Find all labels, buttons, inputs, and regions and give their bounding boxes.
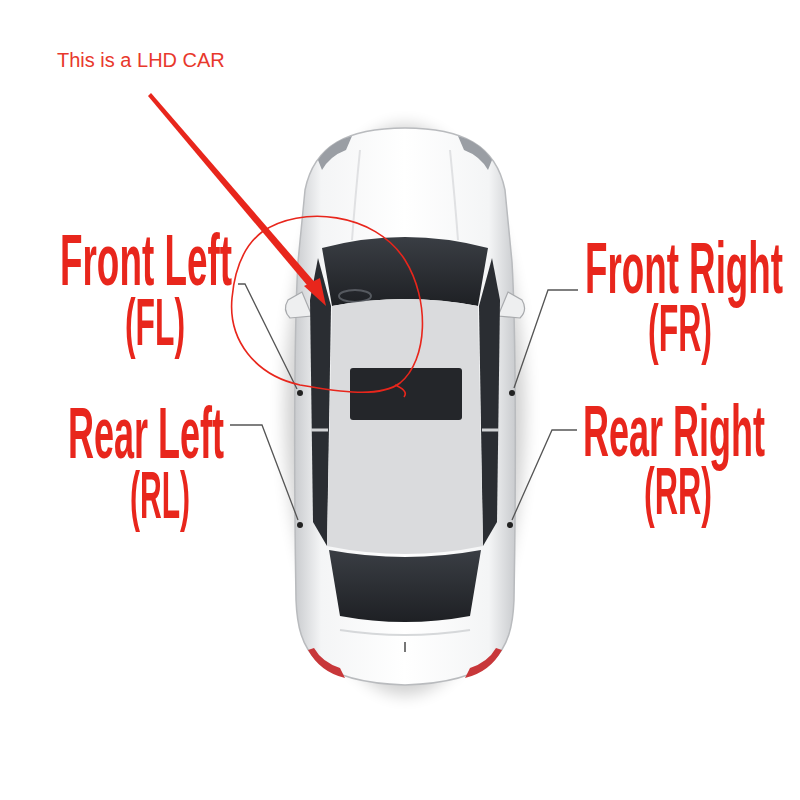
door-label-wrap: Rear Right xyxy=(583,395,800,467)
side-window xyxy=(479,258,500,546)
door-code: (FR) xyxy=(648,295,712,361)
door-code: (RL) xyxy=(130,462,190,528)
pillar xyxy=(311,429,328,432)
rear-window xyxy=(329,550,481,622)
door-label: Front Right xyxy=(585,232,783,304)
car-body xyxy=(295,128,516,685)
trunk-badge xyxy=(404,642,406,652)
door-code-wrap: (RR) xyxy=(644,458,783,524)
door-dot xyxy=(509,390,515,396)
tail-light xyxy=(308,648,345,678)
leader-line xyxy=(230,425,298,520)
note-text-wrap: This is a LHD CAR xyxy=(57,50,225,71)
roof xyxy=(327,299,483,554)
door-label: Front Left xyxy=(60,224,232,296)
door-label: Rear Right xyxy=(583,395,765,467)
headlight xyxy=(458,136,492,170)
door-code-wrap: (FL) xyxy=(125,289,250,355)
mirror xyxy=(498,292,525,318)
highlight-circle xyxy=(232,216,423,397)
door-label-wrap: Front Left xyxy=(60,224,396,296)
steering-wheel xyxy=(339,290,371,302)
door-label-wrap: Front Right xyxy=(585,232,800,304)
mirror xyxy=(285,292,312,318)
hood-line xyxy=(450,150,458,240)
car-shadow xyxy=(285,125,525,695)
leader-line xyxy=(512,430,577,520)
callout-arrowhead xyxy=(304,278,326,306)
door-code-wrap: (RL) xyxy=(130,462,262,528)
door-label-wrap: Rear Left xyxy=(68,397,380,469)
door-code-wrap: (FR) xyxy=(648,295,780,361)
leader-line xyxy=(514,290,578,388)
leader-line xyxy=(238,284,297,389)
windshield xyxy=(322,237,488,306)
note-text: This is a LHD CAR xyxy=(57,50,225,70)
headlight xyxy=(318,136,352,170)
door-code: (FL) xyxy=(125,289,185,355)
pillar xyxy=(482,429,499,432)
hood-line xyxy=(352,150,360,240)
door-label: Rear Left xyxy=(68,397,224,469)
tail-light xyxy=(465,648,502,678)
trunk-line xyxy=(340,630,470,635)
door-code: (RR) xyxy=(644,458,712,524)
door-dot xyxy=(507,522,513,528)
door-dot xyxy=(297,522,303,528)
side-window xyxy=(310,258,331,546)
door-dot xyxy=(297,390,303,396)
